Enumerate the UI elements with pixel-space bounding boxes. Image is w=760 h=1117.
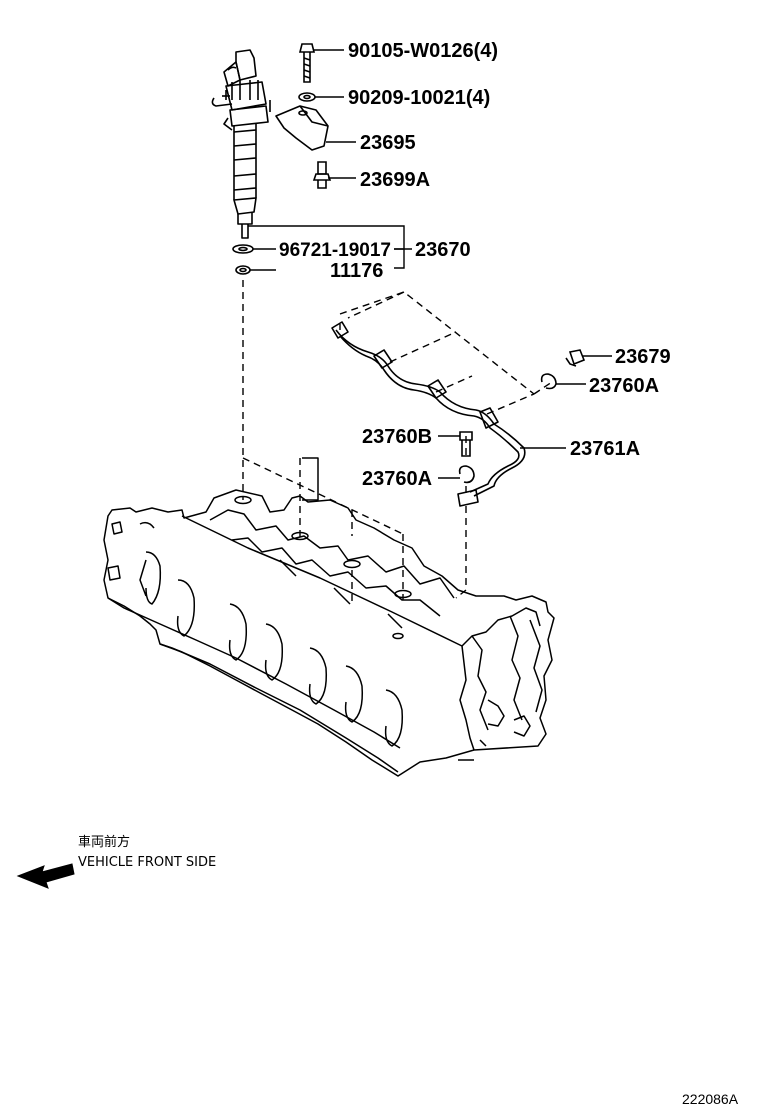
injector-illustration <box>211 49 271 239</box>
gasket-illustration <box>232 244 254 254</box>
bolt-b-illustration <box>438 431 473 457</box>
label-injector-assy: 23670 <box>415 239 471 261</box>
union-bolt-illustration <box>565 349 612 367</box>
bolt-illustration <box>298 43 316 83</box>
seal-illustration <box>235 265 251 275</box>
label-gasket: 96721-19017 <box>279 240 391 261</box>
label-leak-pipe: 23761A <box>570 438 640 460</box>
label-union-bolt: 23679 <box>615 346 671 368</box>
label-bolt: 90105-W0126(4) <box>348 40 498 62</box>
part-labels: 90105-W0126(4) 90209-10021(4) 23695 2369… <box>279 40 671 490</box>
stud-illustration <box>312 161 332 189</box>
gasket-upper-illustration <box>540 373 586 390</box>
label-washer: 90209-10021(4) <box>348 87 490 109</box>
orientation-label-en: VEHICLE FRONT SIDE <box>78 855 216 870</box>
label-bolt-b: 23760B <box>362 426 432 448</box>
orientation-note: 車両前方 VEHICLE FRONT SIDE <box>16 834 216 889</box>
label-clamp: 23695 <box>360 132 416 154</box>
figure-reference: 222086A <box>682 1091 739 1107</box>
orientation-label-jp: 車両前方 <box>78 834 130 850</box>
label-gasket-upper: 23760A <box>589 375 659 397</box>
leak-pipe-illustration <box>331 321 566 507</box>
arrow-left-icon <box>16 863 75 889</box>
clamp-illustration <box>275 105 329 151</box>
gasket-lower-illustration <box>438 465 475 484</box>
washer-illustration <box>298 92 316 102</box>
label-stud: 23699A <box>360 169 430 191</box>
label-seal: 11176 <box>330 260 383 282</box>
label-gasket-lower: 23760A <box>362 468 432 490</box>
cylinder-head-illustration <box>103 457 555 777</box>
leader-lines <box>248 49 412 271</box>
